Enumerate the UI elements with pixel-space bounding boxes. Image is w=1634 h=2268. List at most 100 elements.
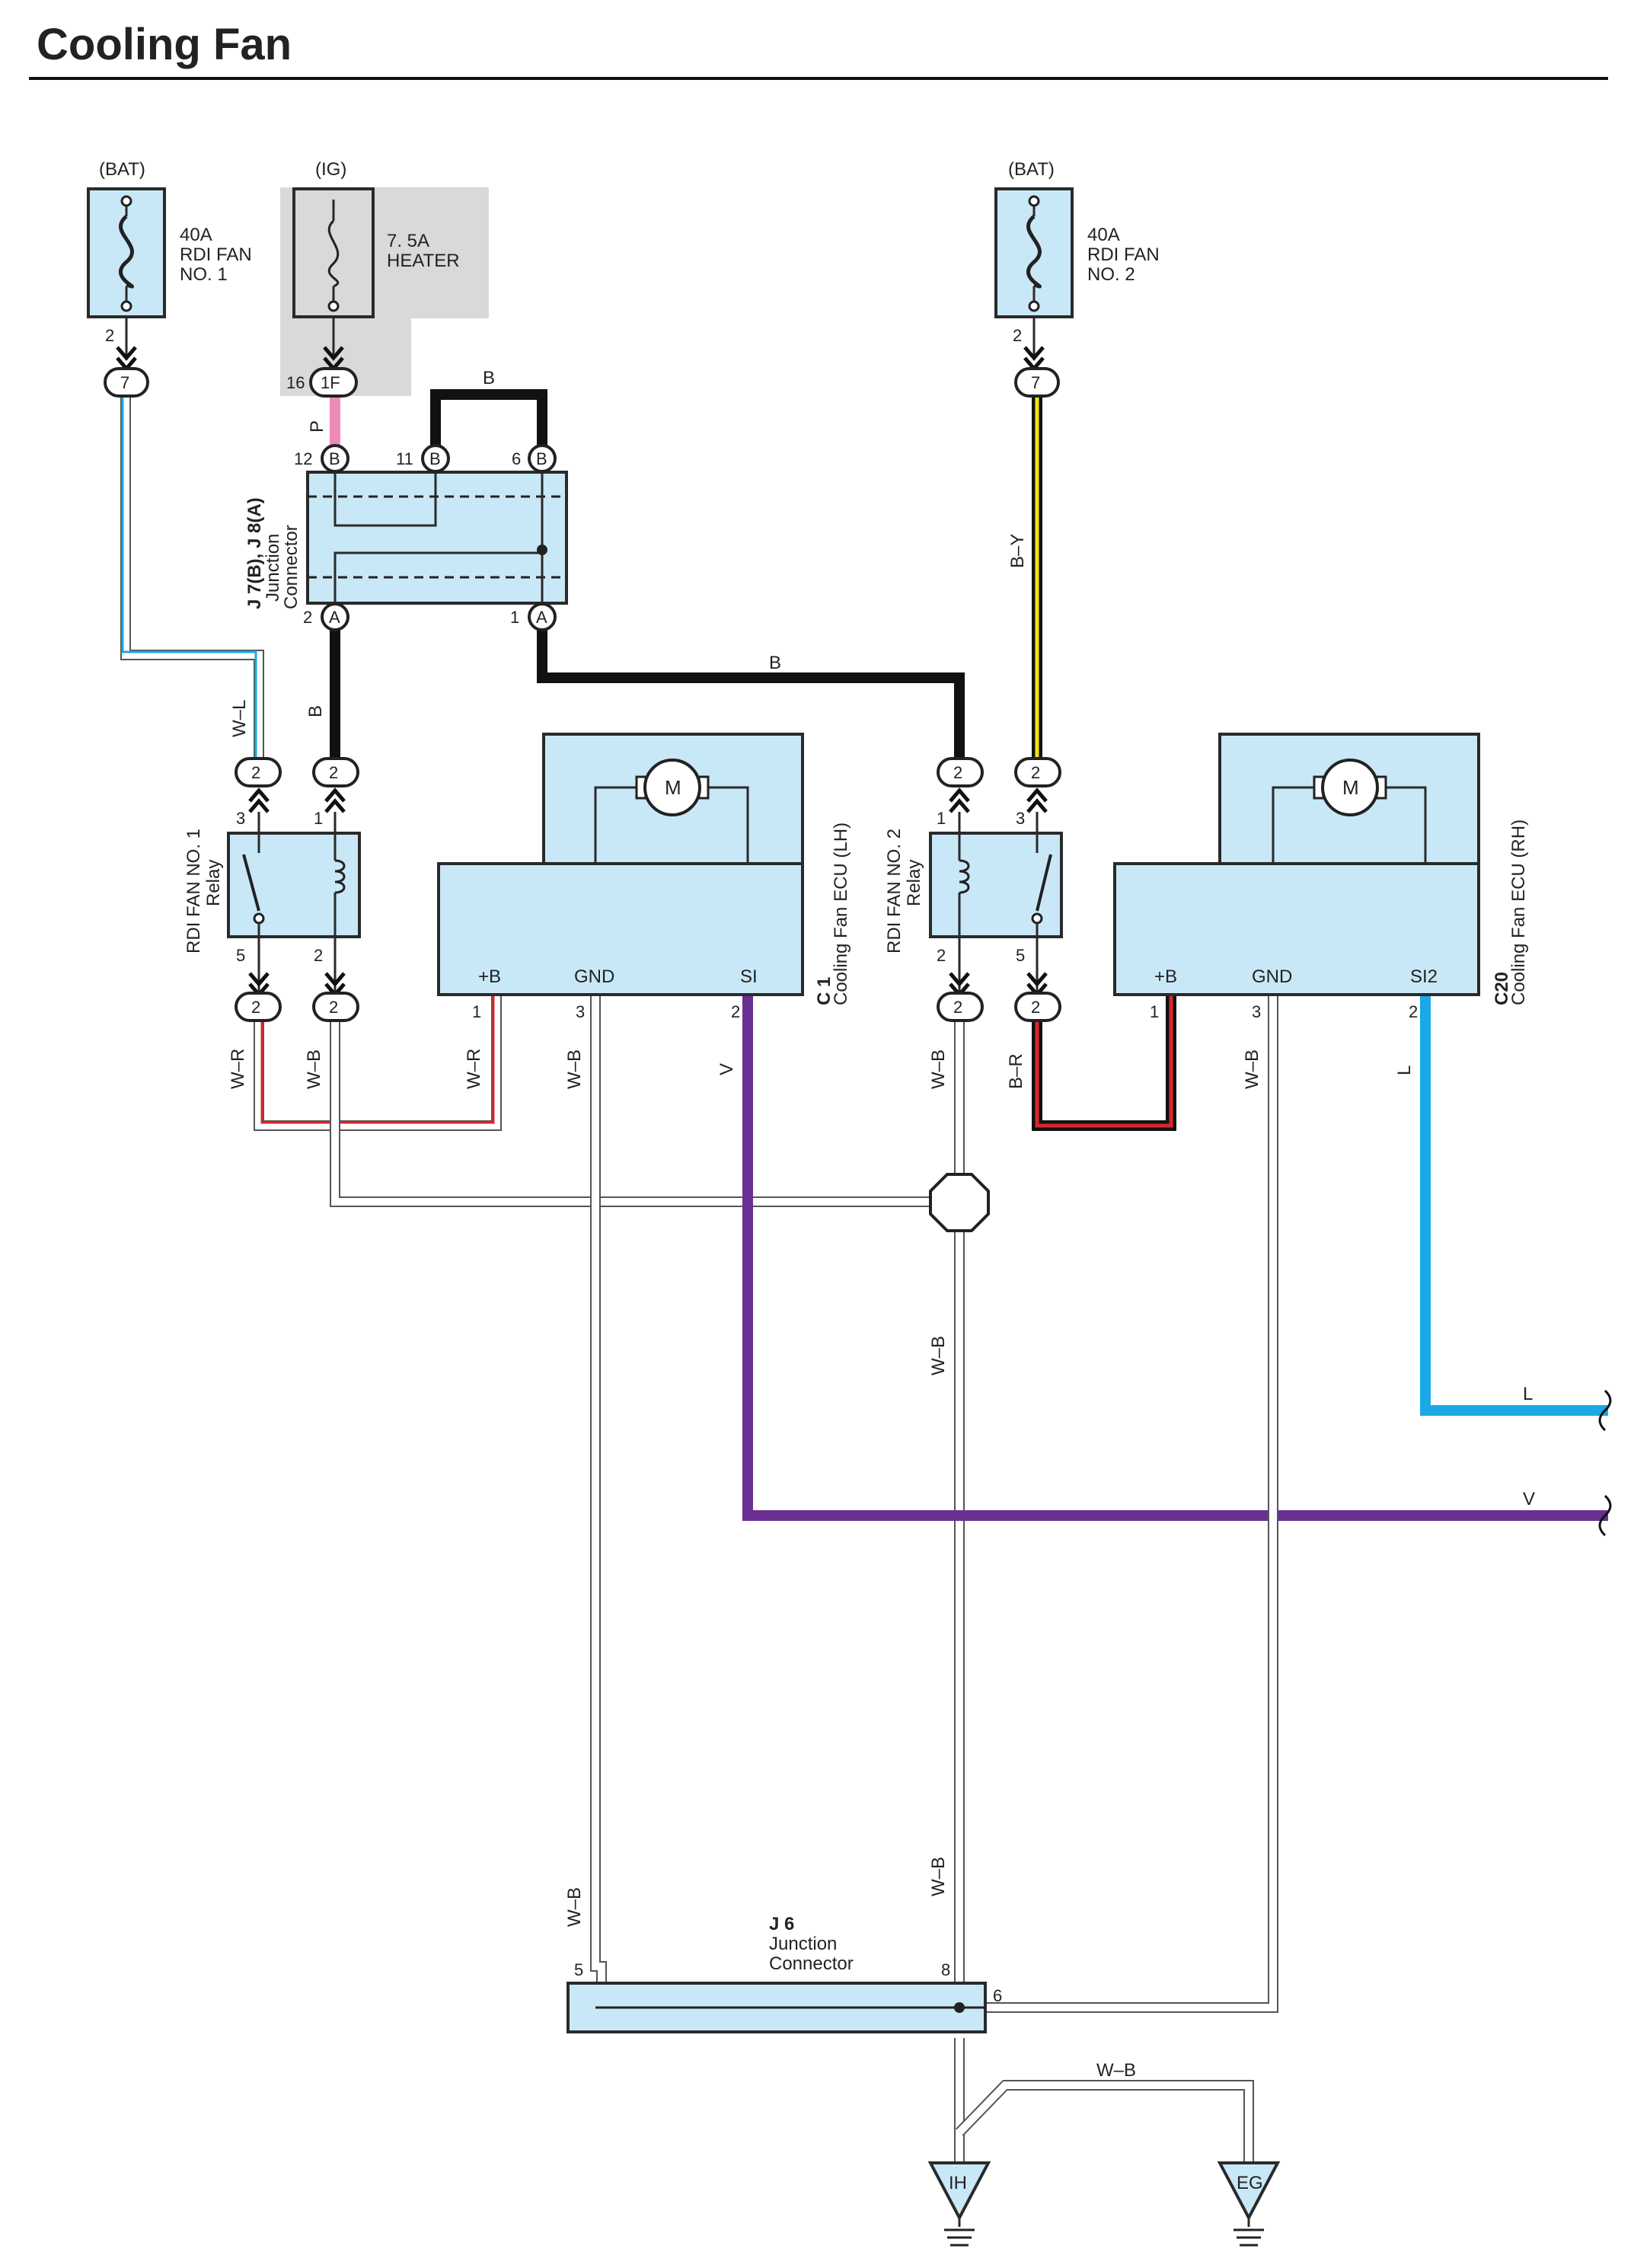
- svg-text:40A: 40A: [180, 225, 212, 245]
- svg-text:7: 7: [1031, 373, 1040, 392]
- svg-text:C20: C20: [1492, 972, 1512, 1005]
- svg-text:1: 1: [510, 608, 519, 627]
- svg-text:3: 3: [1252, 1002, 1261, 1021]
- wire-v-break: [1598, 1494, 1612, 1537]
- wire-b-mid: [537, 629, 965, 771]
- svg-text:2: 2: [105, 326, 114, 345]
- ground-eg: EG: [1217, 2161, 1281, 2247]
- junction-j7-j8-id: J 7(B), J 8(A): [244, 497, 265, 609]
- svg-text:RDI FAN: RDI FAN: [1087, 244, 1160, 265]
- svg-text:2: 2: [1013, 326, 1022, 345]
- svg-text:2: 2: [953, 998, 962, 1017]
- svg-text:B: B: [429, 449, 441, 468]
- svg-text:NO. 1: NO. 1: [180, 264, 228, 285]
- svg-text:1: 1: [314, 809, 323, 828]
- svg-text:6: 6: [512, 449, 521, 468]
- splice-point: [929, 1173, 990, 1232]
- svg-text:7: 7: [120, 373, 129, 392]
- svg-text:W–B: W–B: [564, 1887, 585, 1927]
- svg-text:IH: IH: [949, 2173, 967, 2193]
- svg-text:(BAT): (BAT): [99, 159, 145, 180]
- svg-text:2: 2: [1409, 1002, 1418, 1021]
- svg-text:Cooling Fan ECU (RH): Cooling Fan ECU (RH): [1508, 819, 1529, 1005]
- svg-text:P: P: [307, 420, 327, 433]
- svg-text:J 6: J 6: [769, 1914, 794, 1934]
- svg-text:2: 2: [314, 946, 323, 965]
- svg-text:RDI FAN: RDI FAN: [180, 244, 252, 265]
- svg-text:B: B: [305, 705, 326, 717]
- svg-text:A: A: [329, 608, 340, 627]
- svg-text:GND: GND: [574, 966, 614, 987]
- svg-text:2: 2: [329, 763, 338, 782]
- motor-icon: M: [665, 776, 681, 799]
- svg-text:7. 5A: 7. 5A: [387, 231, 429, 251]
- svg-text:W–R: W–R: [228, 1049, 248, 1089]
- svg-text:11: 11: [396, 449, 413, 468]
- svg-text:5: 5: [236, 946, 245, 965]
- svg-text:Cooling Fan ECU (LH): Cooling Fan ECU (LH): [831, 823, 851, 1005]
- page-title: Cooling Fan: [37, 20, 292, 69]
- cooling-fan-ecu-lh: M +B GND SI 1 3 2 C 1 Cooling Fan ECU (L…: [437, 733, 851, 1021]
- svg-text:12: 12: [294, 449, 312, 468]
- svg-text:B: B: [483, 368, 495, 388]
- svg-text:GND: GND: [1252, 966, 1292, 987]
- wire-v: [742, 995, 1608, 1521]
- svg-text:W–L: W–L: [229, 700, 250, 737]
- svg-text:V: V: [716, 1063, 737, 1075]
- cooling-fan-ecu-rh: M +B GND SI2 1 3 2 C20 Cooling Fan ECU (…: [1113, 733, 1529, 1021]
- svg-text:1: 1: [472, 1002, 481, 1021]
- svg-text:3: 3: [236, 809, 245, 828]
- ground-ih: IH: [927, 2161, 991, 2247]
- svg-text:1: 1: [937, 809, 946, 828]
- svg-text:2: 2: [731, 1002, 740, 1021]
- svg-text:2: 2: [303, 608, 312, 627]
- svg-text:3: 3: [576, 1002, 585, 1021]
- svg-text:(BAT): (BAT): [1008, 159, 1055, 180]
- svg-text:1: 1: [1150, 1002, 1159, 1021]
- wire-w-b-gnd-lh: [590, 995, 607, 1989]
- svg-text:2: 2: [937, 946, 946, 965]
- svg-text:RDI FAN NO. 1: RDI FAN NO. 1: [184, 829, 204, 954]
- svg-text:(IG): (IG): [315, 159, 346, 180]
- wire-w-b-relay1: [330, 1021, 937, 1207]
- junction-connector-j6: J 6 Junction Connector 5 8 6: [566, 1914, 1002, 2033]
- svg-text:5: 5: [1016, 946, 1025, 965]
- svg-text:W–B: W–B: [1242, 1049, 1262, 1089]
- motor-icon: M: [1342, 776, 1359, 799]
- svg-text:B–R: B–R: [1006, 1053, 1026, 1089]
- svg-text:RDI FAN NO. 2: RDI FAN NO. 2: [884, 829, 905, 954]
- svg-text:C 1: C 1: [814, 977, 835, 1005]
- wire-labels: W–L P B B B B–Y W–R W–B W–R W–B V W–B B–…: [228, 368, 1535, 2081]
- fuse-rdi-fan-no1: (BAT) 40A RDI FAN NO. 1 2 7: [87, 159, 252, 398]
- svg-text:L: L: [1523, 1384, 1533, 1404]
- svg-text:6: 6: [993, 1986, 1002, 2005]
- svg-text:B: B: [536, 449, 547, 468]
- wire-l-break: [1598, 1389, 1612, 1432]
- svg-text:+B: +B: [1154, 966, 1177, 987]
- svg-text:2: 2: [953, 763, 962, 782]
- svg-text:Relay: Relay: [904, 860, 924, 906]
- svg-text:1F: 1F: [321, 373, 340, 392]
- wire-b-r: [1032, 995, 1176, 1131]
- svg-text:SI2: SI2: [1410, 966, 1438, 987]
- svg-text:A: A: [536, 608, 547, 627]
- svg-text:W–B: W–B: [928, 1336, 949, 1375]
- wire-l: [1420, 995, 1608, 1416]
- svg-text:L: L: [1394, 1065, 1415, 1075]
- svg-text:B–Y: B–Y: [1007, 534, 1028, 568]
- fuse-heater: (IG) 7. 5A HEATER 16 1F: [280, 159, 489, 398]
- svg-text:2: 2: [251, 763, 260, 782]
- svg-text:SI: SI: [740, 966, 758, 987]
- svg-text:5: 5: [574, 1960, 583, 1979]
- fuse-rdi-fan-no2: (BAT) 40A RDI FAN NO. 2 2 7: [994, 159, 1160, 398]
- svg-text:Relay: Relay: [203, 860, 224, 906]
- svg-text:40A: 40A: [1087, 225, 1120, 245]
- wire-b-top: [430, 389, 547, 448]
- svg-text:Junction: Junction: [263, 534, 283, 602]
- svg-text:EG: EG: [1237, 2173, 1263, 2193]
- svg-text:16: 16: [286, 373, 305, 392]
- svg-text:2: 2: [329, 998, 338, 1017]
- svg-text:8: 8: [941, 1960, 950, 1979]
- svg-text:V: V: [1523, 1489, 1535, 1509]
